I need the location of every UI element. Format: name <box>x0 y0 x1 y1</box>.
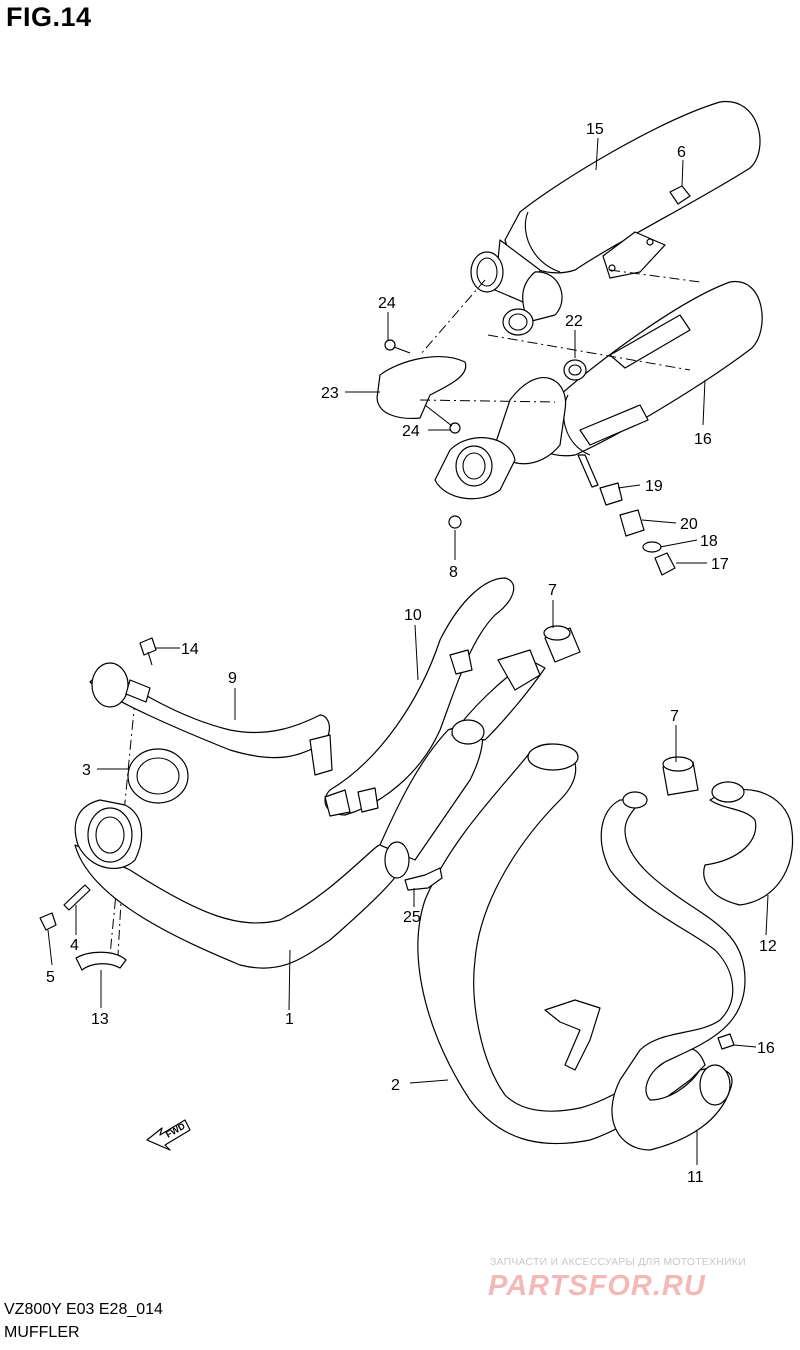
heat-cover-9-bracket <box>309 734 333 776</box>
pipe-12-end <box>711 781 745 803</box>
figure-code: VZ800Y E03 E28_014 <box>4 1301 163 1318</box>
pipe-12 <box>703 789 794 906</box>
callout-21: 20 <box>680 516 698 533</box>
callout-4: 4 <box>70 937 79 954</box>
stud-4 <box>63 884 91 911</box>
upper-fasteners <box>384 185 691 576</box>
pipe-11-top <box>622 791 648 809</box>
callout-22: 22 <box>565 313 583 330</box>
callout-10: 10 <box>404 607 422 624</box>
heat-cover-9 <box>89 667 330 759</box>
callout-2: 2 <box>391 1077 400 1094</box>
connector-7-upper-end <box>543 625 571 641</box>
bolt-17 <box>717 1033 735 1050</box>
bolt-14-shank <box>147 651 153 666</box>
forward-arrow: FWD <box>146 1119 191 1151</box>
nut-5 <box>39 912 57 931</box>
callout-12: 12 <box>759 938 777 955</box>
heat-cover-10-clamp <box>324 789 351 817</box>
connector-7-lower-end <box>662 756 694 772</box>
callout-6: 6 <box>677 144 686 161</box>
gasket-3-inner <box>136 757 180 795</box>
callout-15: 15 <box>586 121 604 138</box>
pipe-11 <box>600 799 746 1151</box>
watermark-logo: PARTSFOR.RU <box>488 1270 706 1302</box>
heat-cover-10-clamp <box>449 649 473 675</box>
heat-cover-10-clamp <box>357 787 379 813</box>
callout-14: 14 <box>181 641 199 658</box>
callout-3: 3 <box>82 762 91 779</box>
callout-20: 19 <box>645 478 663 495</box>
callout-13: 13 <box>91 1011 109 1028</box>
callout-5: 5 <box>46 969 55 986</box>
heat-cover-9-clamp <box>125 679 151 703</box>
callout-1: 1 <box>285 1011 294 1028</box>
callout-labels: 15 6 24 22 23 24 16 19 20 18 17 8 7 10 1… <box>46 121 777 1186</box>
pipe-11-end <box>699 1064 731 1106</box>
heat-cover-9-end <box>91 662 129 708</box>
callout-8: 8 <box>449 564 458 581</box>
callout-leaders <box>47 137 769 1165</box>
callout-23: 23 <box>321 385 339 402</box>
callout-11: 11 <box>687 1169 704 1186</box>
callout-9: 9 <box>228 670 237 687</box>
front-exhaust-pipe-1 <box>74 649 546 969</box>
pipe-11-bracket <box>544 999 601 1071</box>
upper-muffler <box>470 101 761 336</box>
heat-shield-23 <box>376 356 467 420</box>
callout-24-upper: 24 <box>378 295 396 312</box>
clamp-13 <box>75 951 127 971</box>
watermark-tagline: ЗАПЧАСТИ И АКСЕССУАРЫ ДЛЯ МОТОТЕХНИКИ <box>490 1256 746 1268</box>
callout-19: 18 <box>700 533 718 550</box>
callout-18: 17 <box>711 556 729 573</box>
bracket-25 <box>404 867 443 891</box>
callout-17: 16 <box>757 1040 775 1057</box>
callout-7-upper: 7 <box>548 582 557 599</box>
figure-name: MUFFLER <box>4 1324 80 1341</box>
rear-exhaust-pipe-2 <box>417 743 706 1145</box>
callout-24-lower: 24 <box>402 423 420 440</box>
heat-cover-10 <box>324 577 515 816</box>
callout-25: 25 <box>403 909 421 926</box>
gasket-3 <box>127 748 189 804</box>
callout-7-lower: 7 <box>670 708 679 725</box>
callout-16: 16 <box>694 431 712 448</box>
lower-muffler <box>434 281 763 500</box>
rear-exhaust-pipe-2-flange <box>527 743 579 771</box>
figure-title: FIG.14 <box>6 2 92 32</box>
bolt-14 <box>139 637 157 656</box>
